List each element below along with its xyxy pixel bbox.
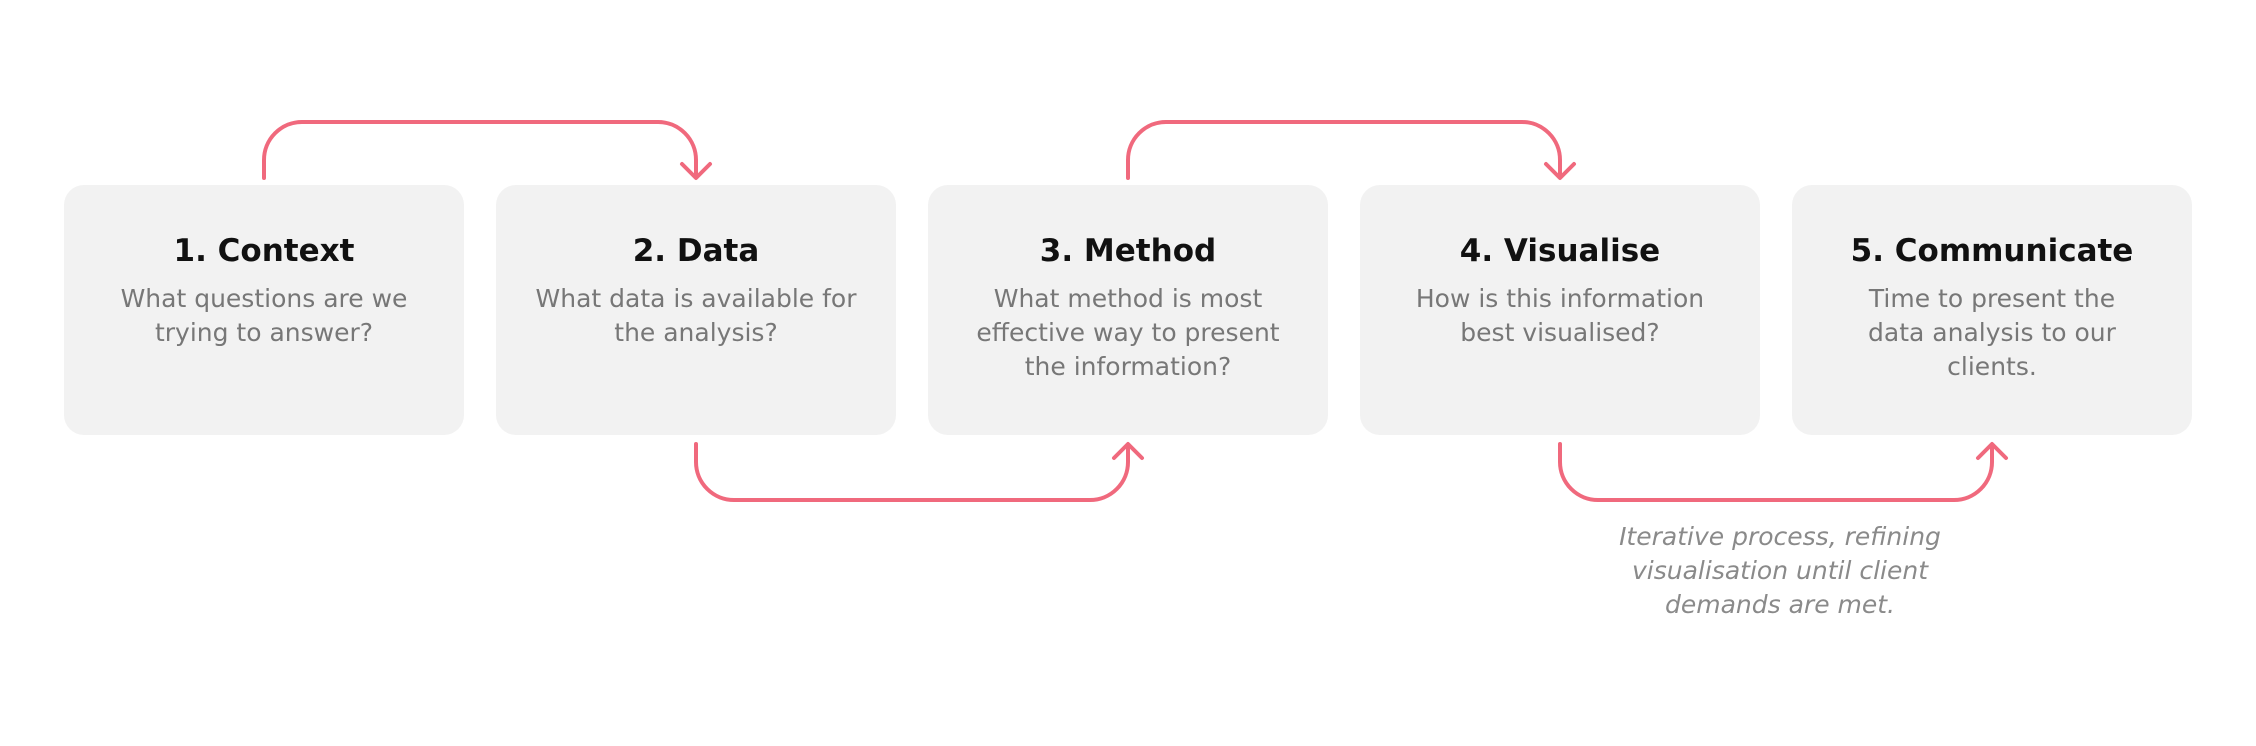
- step-description: What data is available for the analysis?: [535, 284, 857, 347]
- step-card-data: 2. Data What data is available for the a…: [496, 185, 896, 435]
- step-description: What questions are we trying to answer?: [120, 284, 408, 347]
- step-card-context: 1. Context What questions are we trying …: [64, 185, 464, 435]
- iteration-note: Iterative process, refining visualisatio…: [1619, 522, 1941, 619]
- step-description: What method is most effective way to pre…: [976, 284, 1280, 381]
- arrow-visualise-to-communicate: [1558, 442, 1994, 502]
- arrow-data-to-method: [694, 442, 1130, 502]
- step-title: 3. Method: [1039, 233, 1217, 269]
- step-title: 4. Visualise: [1459, 233, 1661, 269]
- arrowhead-visualise-to-communicate: [1976, 442, 2008, 460]
- arrowhead-method-to-visualise: [1544, 162, 1576, 180]
- arrowhead-data-to-method: [1112, 442, 1144, 460]
- step-title: 2. Data: [632, 233, 760, 269]
- step-description: How is this information best visualised?: [1415, 284, 1705, 347]
- step-description: Time to present the data analysis to our…: [1868, 284, 2116, 381]
- step-card-communicate: 5. Communicate Time to present the data …: [1792, 185, 2192, 435]
- arrow-method-to-visualise: [1126, 120, 1562, 180]
- step-card-visualise: 4. Visualise How is this information bes…: [1360, 185, 1760, 435]
- step-card-method: 3. Method What method is most effective …: [928, 185, 1328, 435]
- step-title: 1. Context: [173, 233, 355, 269]
- arrow-context-to-data: [262, 120, 698, 180]
- step-title: 5. Communicate: [1850, 233, 2134, 269]
- arrowhead-context-to-data: [680, 162, 712, 180]
